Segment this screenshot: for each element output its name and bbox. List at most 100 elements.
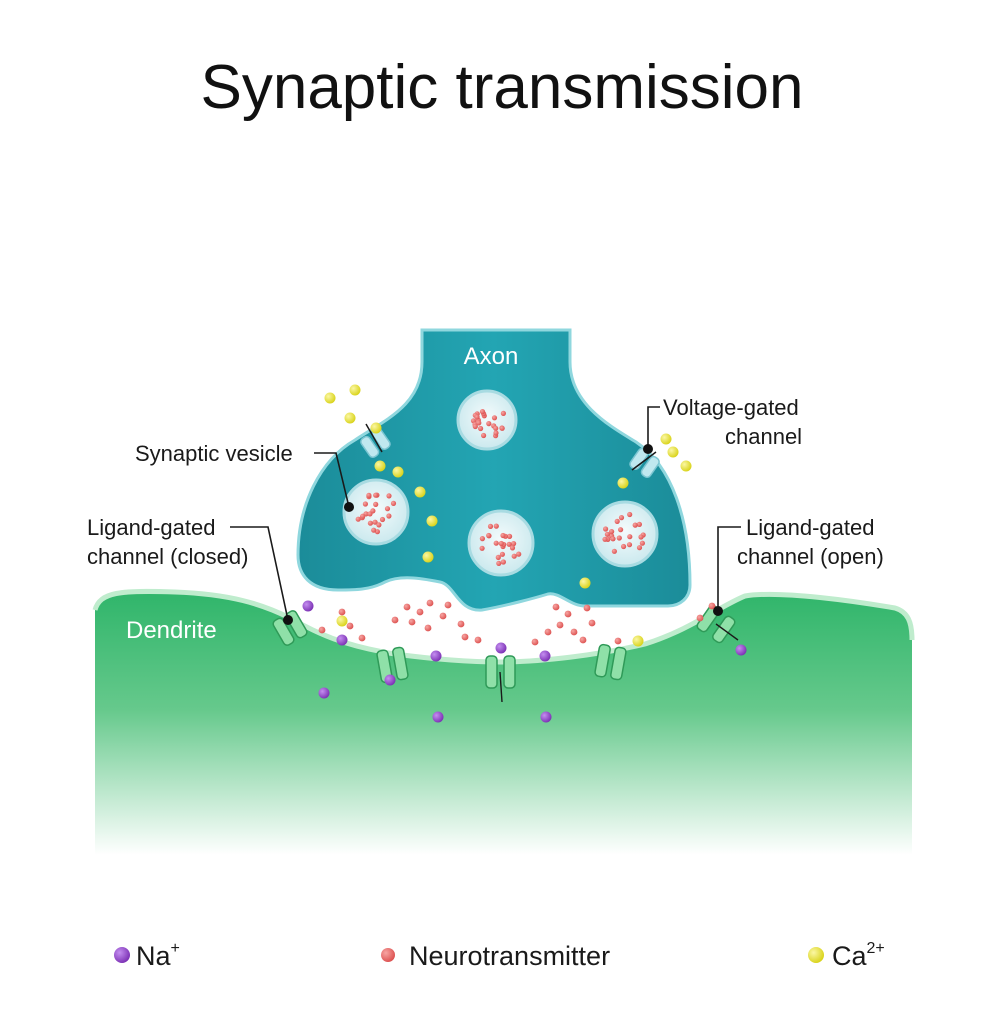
synaptic-vesicle-label: Synaptic vesicle bbox=[135, 441, 293, 466]
svg-text:Ca2+: Ca2+ bbox=[832, 940, 885, 971]
neurotransmitter-particle bbox=[479, 545, 485, 551]
neurotransmitter-particle bbox=[496, 560, 502, 567]
calcium-ion bbox=[422, 551, 434, 563]
neurotransmitter-particle bbox=[386, 493, 392, 499]
neurotransmitter-particle bbox=[416, 608, 424, 616]
neurotransmitter-particle bbox=[355, 516, 361, 522]
neurotransmitter-particle bbox=[583, 604, 591, 612]
dendrite-label: Dendrite bbox=[126, 617, 217, 644]
calcium-ion bbox=[667, 446, 679, 458]
neurotransmitter-particle bbox=[408, 618, 416, 626]
axon-terminal bbox=[296, 328, 692, 612]
neurotransmitter-particle bbox=[500, 559, 506, 565]
calcium-ion bbox=[324, 392, 336, 404]
neurotransmitter-particle bbox=[614, 518, 620, 525]
neurotransmitter-particle bbox=[486, 532, 492, 539]
ion-particles bbox=[302, 384, 747, 723]
neurotransmitter-particle bbox=[552, 603, 560, 611]
neurotransmitter-particle bbox=[384, 506, 391, 512]
ligand-gated-channel-closed bbox=[272, 610, 308, 646]
neurotransmitter-particle bbox=[639, 540, 646, 546]
neurotransmitter-particle bbox=[444, 601, 452, 609]
sodium-entry-arrow bbox=[715, 623, 739, 641]
neurotransmitter-particle bbox=[493, 425, 499, 431]
calcium-ion bbox=[579, 577, 591, 589]
neurotransmitter-particle bbox=[602, 536, 608, 542]
neurotransmitter-particle bbox=[358, 634, 366, 642]
svg-text:Na+: Na+ bbox=[136, 940, 180, 971]
legend: Na+ Neurotransmitter Ca2+ bbox=[114, 940, 885, 971]
neurotransmitter-particle bbox=[370, 508, 376, 514]
neurotransmitter-particle bbox=[457, 620, 465, 628]
calcium-ion bbox=[680, 460, 692, 472]
neurotransmitter-particle bbox=[564, 610, 572, 618]
neurotransmitter-particle bbox=[372, 519, 378, 525]
neurotransmitter-particle bbox=[379, 516, 386, 523]
neurotransmitter-particle bbox=[491, 415, 498, 421]
axon-label: Axon bbox=[464, 343, 519, 370]
neurotransmitter-particle bbox=[626, 542, 633, 548]
callout-ligand-gated-closed: Ligand-gated channel (closed) bbox=[87, 515, 293, 625]
ligand-gated-channel bbox=[594, 643, 627, 681]
neurotransmitter-particle bbox=[500, 410, 506, 416]
neurotransmitter-particle bbox=[476, 420, 482, 426]
sodium-ion bbox=[540, 711, 552, 723]
neurotransmitter-particle bbox=[499, 425, 505, 431]
sodium-icon bbox=[114, 947, 130, 963]
legend-calcium-charge: 2+ bbox=[867, 940, 885, 957]
neurotransmitter-particle bbox=[604, 531, 611, 537]
neurotransmitter-particle bbox=[638, 534, 644, 540]
neurotransmitter-particle bbox=[636, 545, 643, 551]
neurotransmitter-particle bbox=[493, 523, 499, 529]
neurotransmitter-particle bbox=[424, 624, 432, 632]
sodium-ion bbox=[318, 687, 330, 699]
neurotransmitter-particle bbox=[506, 541, 512, 547]
neurotransmitter-particle bbox=[627, 534, 633, 540]
vesicle-neurotransmitters bbox=[355, 409, 646, 567]
neurotransmitter-particle bbox=[338, 608, 346, 616]
neurotransmitter-particle bbox=[570, 628, 578, 636]
neurotransmitter-particle bbox=[611, 548, 618, 554]
neurotransmitter-particle bbox=[362, 501, 368, 507]
legend-sodium-charge: + bbox=[171, 940, 180, 957]
calcium-ion bbox=[370, 422, 382, 434]
neurotransmitter-particle bbox=[579, 636, 587, 644]
neurotransmitter-particle bbox=[472, 423, 478, 430]
callout-ligand-gated-open: Ligand-gated channel (open) bbox=[713, 515, 884, 616]
neurotransmitter-particle bbox=[500, 532, 506, 539]
neurotransmitter-particle bbox=[708, 602, 716, 610]
ligand-closed-label-line1: Ligand-gated bbox=[87, 515, 215, 540]
callout-synaptic-vesicle: Synaptic vesicle bbox=[135, 441, 354, 512]
calcium-entry-arrow bbox=[631, 451, 657, 471]
ligand-closed-label-line2: channel (closed) bbox=[87, 544, 248, 569]
neurotransmitter-particle bbox=[367, 520, 373, 526]
voltage-gated-label-line1: Voltage-gated bbox=[663, 395, 799, 420]
neurotransmitter-particle bbox=[486, 421, 492, 427]
sodium-ion bbox=[384, 674, 396, 686]
neurotransmitter-particle bbox=[510, 541, 517, 547]
neurotransmitter-icon bbox=[381, 948, 395, 962]
calcium-ion bbox=[349, 384, 361, 396]
ligand-open-label-line2: channel (open) bbox=[737, 544, 884, 569]
callout-voltage-gated-channel: Voltage-gated channel bbox=[643, 395, 802, 454]
legend-sodium-label: Na bbox=[136, 941, 171, 971]
neurotransmitter-particle bbox=[618, 515, 625, 521]
calcium-ion bbox=[632, 635, 644, 647]
neurotransmitter-particle bbox=[621, 543, 627, 550]
dendrite-membrane bbox=[92, 588, 915, 665]
neurotransmitter-particle bbox=[614, 637, 622, 645]
vesicle bbox=[456, 389, 518, 451]
ligand-open-label-line1: Ligand-gated bbox=[746, 515, 874, 540]
neurotransmitter-particle bbox=[636, 521, 643, 528]
calcium-icon bbox=[808, 947, 824, 963]
ligand-gated-channel bbox=[485, 655, 516, 689]
neurotransmitter-particle bbox=[318, 626, 326, 634]
calcium-ion bbox=[392, 466, 404, 478]
vesicle bbox=[342, 478, 410, 546]
calcium-ion bbox=[336, 615, 348, 627]
neurotransmitter-particle bbox=[426, 599, 434, 607]
sodium-ion bbox=[735, 644, 747, 656]
neurotransmitter-particle bbox=[609, 529, 615, 535]
sodium-ion bbox=[302, 600, 314, 612]
